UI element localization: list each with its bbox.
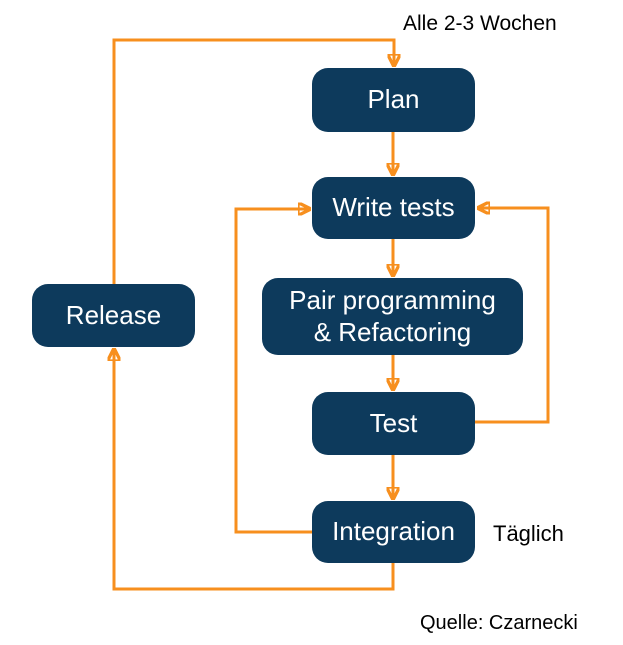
node-write-tests: Write tests [312,177,475,239]
node-pair-programming-refactoring: Pair programming & Refactoring [262,278,523,355]
edge-integration-to-write-tests [234,209,312,534]
node-integration: Integration [312,501,475,563]
node-write-tests-label: Write tests [332,192,455,223]
node-test: Test [312,392,475,455]
node-test-label: Test [369,407,418,438]
node-plan-label: Plan [367,84,420,115]
node-release-label: Release [65,299,162,330]
edge-test-to-write-tests [475,208,550,424]
cycle-label: Alle 2-3 Wochen [403,12,557,35]
node-plan: Plan [312,68,475,132]
daily-label: Täglich [493,521,564,546]
source-label: Quelle: Czarnecki [420,612,578,634]
node-pair-programming-refactoring-label: Pair programming & Refactoring [289,284,496,347]
edge-release-to-plan [112,38,394,284]
edge-integration-to-release [114,348,395,591]
node-release: Release [32,284,195,347]
node-integration-label: Integration [332,516,455,547]
